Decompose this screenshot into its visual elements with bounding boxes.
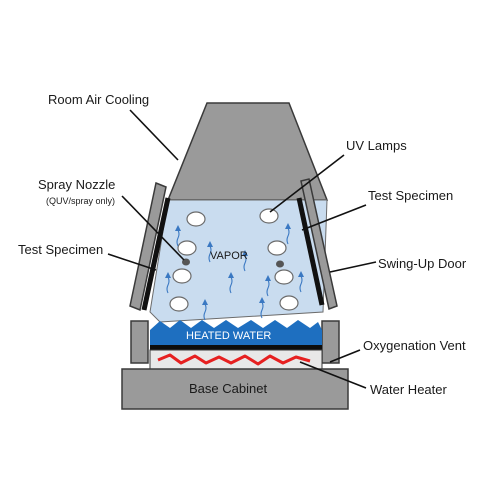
vapor-arrow-icon: [175, 225, 181, 247]
heated-water-label: HEATED WATER: [186, 330, 271, 342]
test-specimen-left-panel: [141, 197, 171, 311]
vapor-label: VAPOR: [210, 250, 248, 262]
uv-lamps-leader: [269, 154, 345, 213]
room-air-cooling-leader: [129, 109, 179, 161]
uv-lamp: [274, 269, 294, 285]
uv-lamp: [267, 240, 287, 256]
tank-post-left: [130, 320, 149, 364]
heated-water: [150, 320, 322, 345]
tank-post-right: [321, 320, 340, 364]
uv-lamp: [186, 211, 206, 227]
spray-nozzle-leader: [121, 195, 185, 261]
spray-nozzle-label: Spray Nozzle: [38, 177, 115, 192]
vapor-arrow-icon: [242, 250, 248, 272]
vapor-arrow-icon: [207, 241, 213, 263]
test-specimen-right-leader: [301, 204, 367, 231]
test-specimen-right-panel: [296, 197, 325, 306]
base-cabinet: [121, 368, 349, 410]
uv-lamp: [172, 268, 192, 284]
vapor-arrow-icon: [285, 223, 291, 245]
oxygenation-vent-leader: [329, 349, 361, 363]
spray-nozzle-right: [276, 260, 284, 268]
test-specimen-left-leader: [107, 253, 157, 271]
uv-lamp: [259, 208, 279, 224]
room-air-cooling-label: Room Air Cooling: [48, 92, 149, 107]
right-swing-door: [300, 178, 338, 311]
test-specimen-right-label: Test Specimen: [368, 188, 453, 203]
water-divider: [150, 345, 322, 350]
test-specimen-left-label: Test Specimen: [18, 242, 103, 257]
vapor-arrow-icon: [259, 297, 265, 319]
vapor-arrow-icon: [202, 299, 208, 321]
base-cabinet-label: Base Cabinet: [189, 381, 267, 396]
vapor-arrow-icon: [228, 272, 234, 294]
uv-lamp-group: [169, 208, 299, 312]
vapor-arrow-icon: [298, 271, 304, 293]
uv-lamps-label: UV Lamps: [346, 138, 407, 153]
uv-lamp: [177, 240, 197, 256]
swing-up-door-leader: [329, 261, 377, 273]
oxygenation-vent-label: Oxygenation Vent: [363, 338, 466, 353]
uv-lamp: [169, 296, 189, 312]
spray-nozzle-left: [182, 258, 190, 266]
water-heater-leader: [299, 361, 367, 389]
spray-nozzle-note: (QUV/spray only): [46, 196, 115, 206]
vapor-arrow-icon: [165, 272, 171, 294]
uv-lamp: [279, 295, 299, 311]
vapor-arrow-icon: [265, 275, 271, 297]
swing-up-door-label: Swing-Up Door: [378, 256, 467, 271]
vapor-arrows: [165, 223, 304, 321]
water-heater-label: Water Heater: [370, 382, 447, 397]
water-heater-element: [157, 353, 311, 366]
